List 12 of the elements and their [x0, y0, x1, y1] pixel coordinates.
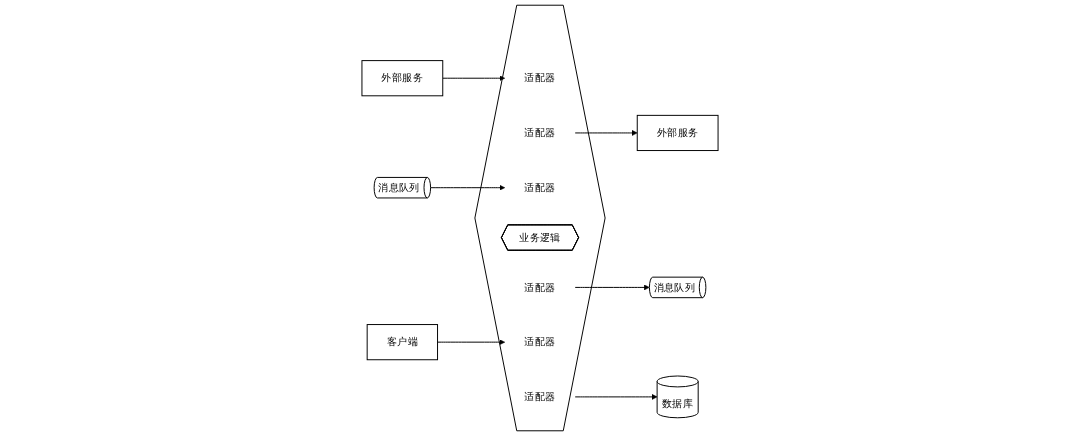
- cluster: [474, 4, 606, 432]
- node-box: 外部服务: [636, 114, 719, 152]
- node-text: 适配器: [524, 71, 556, 85]
- node-text: 适配器: [524, 390, 556, 403]
- node-text: 适配器: [524, 280, 556, 294]
- node-box: 客户端: [366, 324, 439, 361]
- node-text: 消息队列: [378, 181, 420, 194]
- node-text: 消息队列: [653, 280, 696, 294]
- node-text: 适配器: [524, 335, 556, 349]
- node-box: 外部服务: [361, 60, 444, 97]
- node-text: 适配器: [524, 181, 556, 194]
- node-text: 适配器: [524, 126, 556, 139]
